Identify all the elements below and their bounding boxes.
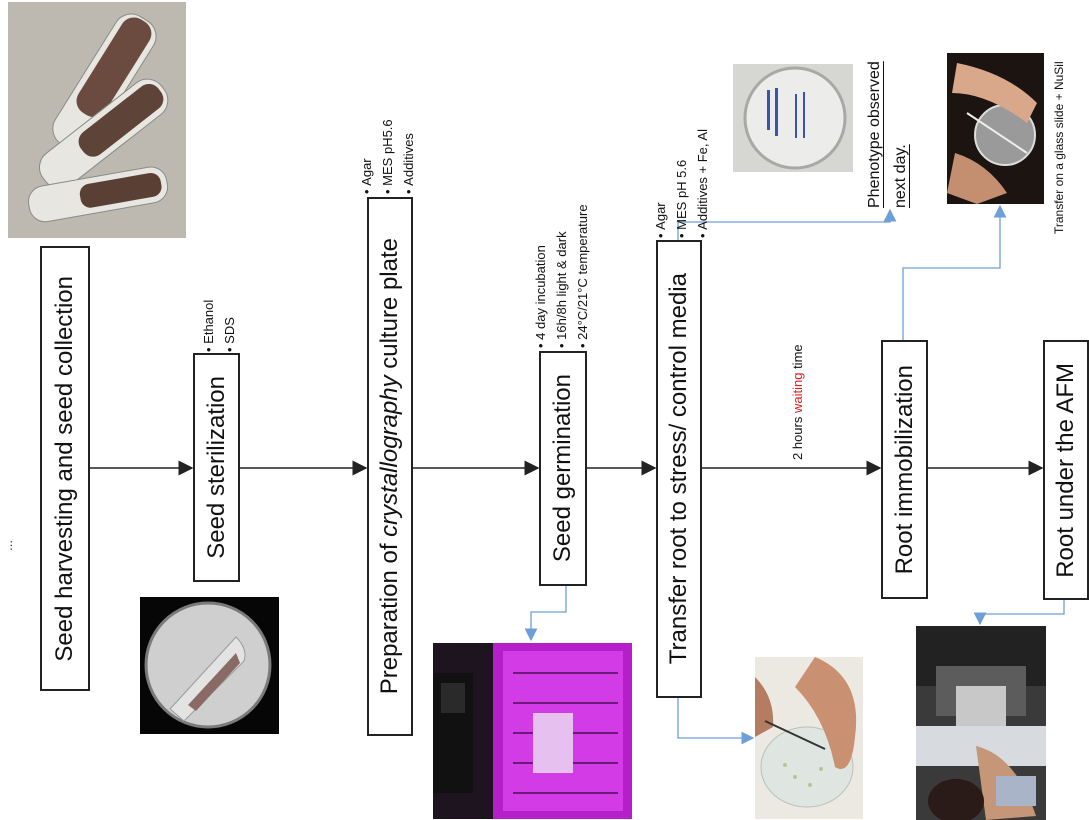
culture-plate-components-list: Agar MES pH5.6 Additives bbox=[356, 94, 419, 194]
step-root-immobilization-label: Root immobilization bbox=[890, 364, 918, 575]
arrow-germinate-to-chamber-photo bbox=[524, 586, 567, 642]
component-item: Agar bbox=[356, 94, 377, 194]
condition-item: 24°C/21°C temperature bbox=[572, 140, 593, 348]
reagent-item: Ethanol bbox=[198, 290, 219, 352]
seed-microscope-photo bbox=[140, 597, 279, 734]
step-seed-sterilization: Seed sterilization bbox=[193, 353, 240, 582]
step-seed-germination: Seed germination bbox=[539, 351, 587, 586]
stress-media-components-list: Agar MES pH 5.6 Additives + Fe, Al bbox=[650, 74, 713, 238]
germination-conditions-list: 4 day incubation 16h/8h light & dark 24°… bbox=[530, 140, 593, 348]
step-root-immobilization: Root immobilization bbox=[881, 340, 928, 599]
step-seed-germination-label: Seed germination bbox=[549, 374, 576, 563]
step-transfer-root-label: Transfer root to stress/ control media bbox=[665, 273, 692, 665]
left-edge-clipped-text: ... bbox=[0, 540, 15, 551]
step-root-under-afm: Root under the AFM bbox=[1043, 340, 1089, 600]
component-item: Additives bbox=[398, 94, 419, 194]
waiting-word: waiting bbox=[790, 372, 805, 414]
waiting-time-note: 2 hours waiting time bbox=[790, 344, 805, 460]
component-item: MES pH5.6 bbox=[377, 94, 398, 194]
forceps-transfer-photo bbox=[755, 657, 863, 819]
arrow-transfer-to-forceps-photo bbox=[677, 698, 755, 745]
component-item: Agar bbox=[650, 74, 671, 238]
reagent-item: SDS bbox=[219, 290, 240, 352]
seed-tubes-photo bbox=[8, 2, 186, 238]
phenotype-line-1: Phenotype observed bbox=[866, 61, 883, 208]
step-seed-harvesting-label: Seed harvesting and seed collection bbox=[51, 275, 78, 662]
arrow-afm-to-afm-photo bbox=[973, 600, 1065, 626]
condition-item: 16h/8h light & dark bbox=[551, 140, 572, 348]
glass-slide-photo bbox=[947, 53, 1044, 204]
component-item: MES pH 5.6 bbox=[671, 74, 692, 238]
step-root-under-afm-label: Root under the AFM bbox=[1052, 362, 1079, 578]
petri-dish-photo bbox=[733, 64, 853, 172]
glass-slide-caption: Transfer on a glass slide + NuSil bbox=[1052, 61, 1066, 234]
component-item: Additives + Fe, Al bbox=[692, 74, 713, 238]
condition-item: 4 day incubation bbox=[530, 140, 551, 348]
phenotype-note: Phenotype observed next day. bbox=[862, 12, 914, 208]
sterilization-reagents-list: Ethanol SDS bbox=[198, 290, 240, 352]
step-transfer-root: Transfer root to stress/ control media bbox=[656, 240, 702, 698]
step-seed-sterilization-label: Seed sterilization bbox=[202, 376, 230, 559]
step-prep-culture-plate: Preparation of crystallography culture p… bbox=[367, 197, 413, 736]
phenotype-line-2: next day. bbox=[892, 144, 909, 208]
afm-photo bbox=[916, 626, 1046, 820]
step-seed-harvesting: Seed harvesting and seed collection bbox=[40, 246, 90, 691]
step-prep-culture-plate-label: Preparation of crystallography culture p… bbox=[376, 238, 403, 695]
arrow-immobilize-to-glass-slide bbox=[902, 204, 1007, 340]
growth-chamber-photo bbox=[433, 643, 632, 819]
